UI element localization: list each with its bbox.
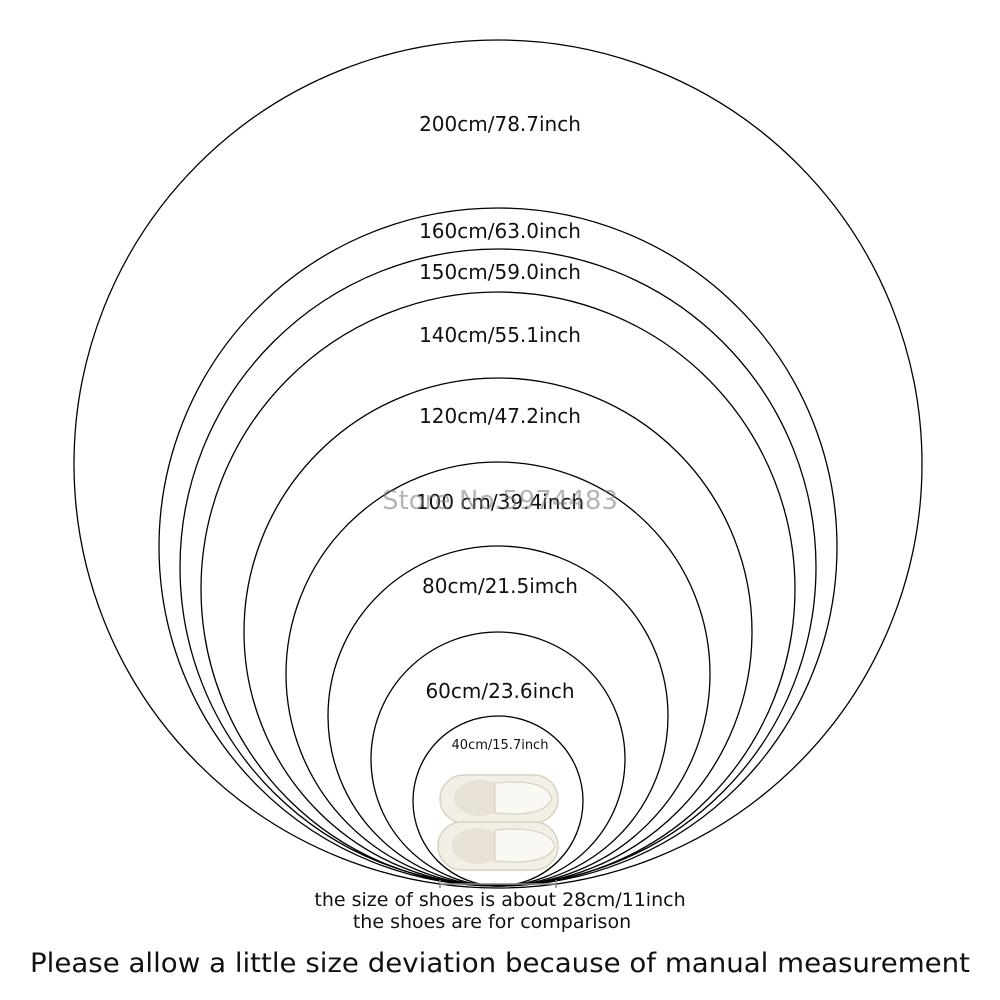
slipper-top [439, 774, 559, 824]
store-watermark: Store No.5974483 [382, 486, 618, 516]
size-labels: 200cm/78.7inch 160cm/63.0inch 150cm/59.0… [416, 112, 584, 753]
size-circles [73, 39, 923, 889]
label-200cm: 200cm/78.7inch [419, 112, 581, 136]
label-120cm: 120cm/47.2inch [419, 404, 581, 428]
slipper-bottom [437, 821, 559, 871]
label-60cm: 60cm/23.6inch [425, 679, 574, 703]
shoe-length-marker [439, 880, 557, 888]
label-140cm: 140cm/55.1inch [419, 323, 581, 347]
label-100cm: 100 cm/39.4inch [416, 490, 584, 514]
label-160cm: 160cm/63.0inch [419, 219, 581, 243]
label-150cm: 150cm/59.0inch [419, 260, 581, 284]
circle-200cm [73, 39, 923, 889]
deviation-footer: Please allow a little size deviation bec… [30, 948, 970, 979]
comparison-note: the shoes are for comparison [353, 911, 631, 933]
shoe-size-note: the size of shoes is about 28cm/11inch [314, 889, 685, 911]
label-40cm: 40cm/15.7inch [452, 738, 549, 753]
slippers-image [437, 774, 559, 871]
label-80cm: 80cm/21.5imch [422, 574, 578, 598]
circle-40cm [412, 715, 584, 887]
circle-150cm [179, 248, 817, 886]
